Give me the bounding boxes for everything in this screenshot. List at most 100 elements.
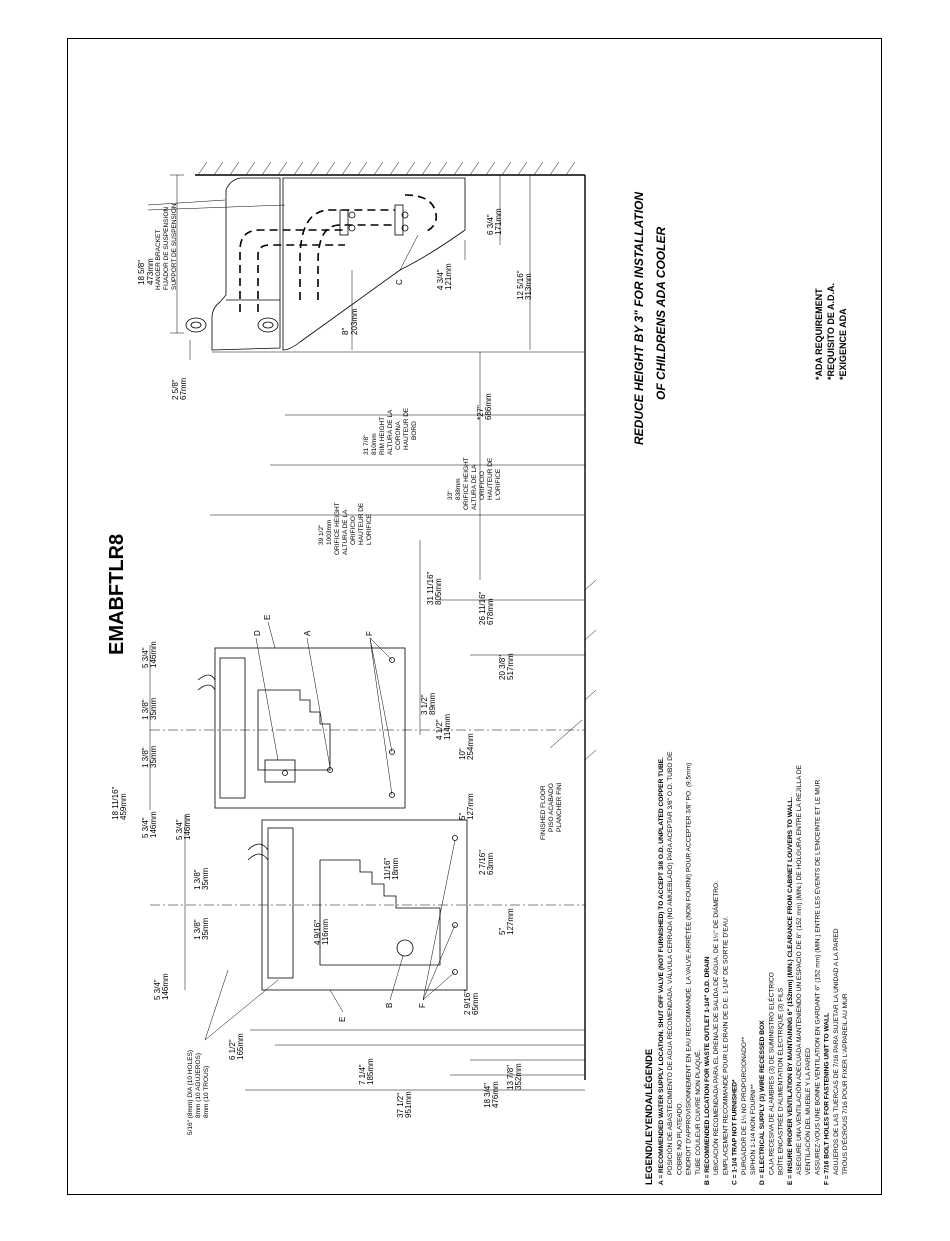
orifice33-dim: 33" [447, 490, 454, 500]
legend-line: ENDROIT D'APPROVISIONNEMENT EN EAU RECOM… [684, 763, 693, 1175]
orifice39-fr2: L'ORIFICE [366, 513, 373, 545]
dim-7-1-4: 7 1/4" [358, 1064, 367, 1085]
label-d: D [253, 630, 262, 636]
upper-bubbler [185, 317, 207, 333]
legend-line: VENTILACIÓN DEL MUEBLE Y LA PARED [803, 1048, 812, 1175]
orifice39-es2: ORIFICIO [350, 516, 357, 545]
orifice39-en: ORIFICE HEIGHT [334, 502, 341, 555]
lower-unit-recess [319, 859, 441, 966]
rim-es2: CORONA [395, 421, 402, 450]
dim-1-3-8-c: 1 3/8" [193, 869, 202, 890]
dim-165mm: 165mm [236, 1033, 245, 1060]
rim-es1: ALTURA DE LA [387, 409, 394, 455]
dim-27: *27" [476, 405, 485, 420]
legend-line: C = 1-1/4 TRAP NOT FURNISHED* [732, 1079, 739, 1185]
front-view: A D E F B F E 5/16" (8mm) DIA (10 HOLES)… [111, 540, 585, 1135]
orifice39-dim: 39 1/2" [318, 524, 325, 545]
dim-2-9-16: 2 9/16" [463, 990, 472, 1015]
note-reduce-height: REDUCE HEIGHT BY 3" FOR INSTALLATION [632, 192, 646, 445]
lower-spout [247, 843, 269, 861]
upper-spout [197, 674, 216, 691]
upper-water-line [239, 229, 345, 312]
dim-254mm: 254mm [466, 733, 475, 760]
label-a: A [303, 630, 312, 636]
electrical-box-d [264, 759, 296, 783]
water-supply-a [327, 767, 333, 773]
dim-31-11-16: 31 11/16" [426, 571, 435, 605]
dim-20-3-8: 20 3/8" [498, 655, 507, 680]
floor-label-es: PISO ACABADO [548, 783, 555, 832]
dim-35mm-c: 35mm [201, 867, 210, 890]
orifice33-mm: 838mm [455, 478, 462, 500]
dim-5-3-4-d: 5 3/4" [153, 979, 162, 1000]
lower-bubbler [257, 317, 279, 333]
dim-6-1-2: 6 1/2" [228, 1039, 237, 1060]
legend-line: ASSUREZ-VOUS UNE BONNE VENTILATION EN GA… [812, 778, 821, 1175]
upper-unit-mounting-plate [214, 647, 406, 809]
orifice33-fr1: HAUTEUR DE [487, 457, 494, 500]
hanger-label-es: FIJADOR DE SUSPENSION [163, 207, 170, 290]
ada-note-2: *REQUISITO DE A.D.A. [826, 283, 836, 380]
legend-line: TUBE COULEUR CUIVRE NON PLAQUÉ. [693, 1050, 702, 1175]
bolt-hole-f1 [389, 657, 395, 663]
legend-line: B = RECOMMENDED LOCATION FOR WASTE OUTLE… [704, 956, 711, 1185]
orifice33-fr2: L'ORIFICE [495, 468, 502, 500]
dim-2-7-16: 2 7/16" [478, 850, 487, 875]
floor-hatch [584, 579, 597, 761]
dim-185mm: 185mm [366, 1058, 375, 1085]
legend-line: EMPLACEMENT RECOMMANDÉ POUR LE DRAIN DE … [720, 916, 729, 1175]
dim-678mm: 678mm [486, 598, 495, 625]
model-title: EMABFTLR8 [106, 534, 128, 655]
label-f2: F [418, 1003, 427, 1008]
dim-459mm: 459mm [119, 793, 128, 820]
dim-5-3-4-b: 5 3/4" [141, 817, 150, 838]
waste-outlet-b [396, 939, 414, 957]
label-f1: F [365, 631, 374, 636]
dim-951mm: 951mm [404, 1091, 413, 1118]
lower-cooler-body [282, 177, 466, 351]
orifice33-en: ORIFICE HEIGHT [463, 457, 470, 510]
legend-line: PURGADOR DE 1¼ NO PROPORCIONADO** [741, 1036, 748, 1175]
dim-203mm: 203mm [350, 308, 359, 335]
dim-5-3-4-c: 5 3/4" [175, 819, 184, 840]
legend-line: COBRE NO PLATEADO. [676, 1101, 683, 1175]
dim-6-3-4: 6 3/4" [486, 214, 495, 235]
dim-517mm: 517mm [506, 653, 515, 680]
rim-fr1: HAUTEUR DE [403, 407, 410, 450]
legend-line: A = RECOMMENDED WATER SUPPLY LOCATION. S… [658, 757, 665, 1185]
legend-line: D = ELECTRICAL SUPPLY (3) WIRE RECESSED … [759, 1020, 766, 1185]
orifice39-fr1: HAUTEUR DE [358, 502, 365, 545]
dim-116mm: 116mm [321, 919, 330, 945]
dim-65mm: 65mm [471, 992, 480, 1015]
dim-89mm: 89mm [428, 692, 437, 715]
orifice39-mm: 1003mm [326, 520, 333, 545]
legend-line: AGUJEROS DE LAS TUERCAS DE 7/16 PARA SUJ… [833, 928, 840, 1175]
legend-line: TROUS D'ÉCROUS 7/16 POUR FIXER L'APPAREI… [840, 993, 849, 1175]
dim-473mm: 473mm [146, 258, 155, 285]
dim-146mm-b: 146mm [149, 811, 158, 838]
dim-26-11-16: 26 11/16" [478, 591, 487, 625]
dim-8: 8" [341, 328, 350, 335]
dim-10: 10" [458, 748, 467, 760]
side-view: 18 5/8" 473mm HANGER BRACKET FIJADOR DE … [137, 161, 585, 580]
rim-mm: 810mm [371, 433, 378, 455]
dim-114mm: 114mm [443, 714, 452, 740]
legend-line: BOÎTE ENCASTRÉE D'ALIMENTATION ÉLECTRIQU… [776, 987, 785, 1175]
orifice33-es1: ALTURA DE LA [471, 464, 478, 510]
dim-146mm-d: 146mm [161, 973, 170, 1000]
dim-121mm: 121mm [444, 263, 453, 290]
legend-line: CAJA RECESIVA DE ALAMBRES (3) DE SUMINIS… [766, 972, 775, 1175]
dim-5-a: 5" [458, 813, 467, 820]
dim-4-3-4: 4 3/4" [436, 269, 445, 290]
rim-en: RIM HEIGHT [379, 417, 386, 455]
rim-dim: 31 7/8" [363, 434, 370, 455]
dim-35mm-b: 35mm [149, 745, 158, 768]
dim-3-1-2: 3 1/2" [420, 694, 429, 715]
holes-es: 8mm (10 AGUJEROS) [195, 1053, 202, 1118]
dim-11-16: 11/16" [383, 858, 392, 880]
dim-127mm-a: 127mm [466, 793, 475, 820]
dim-18-3-4: 18 3/4" [483, 1083, 492, 1108]
dim-67mm: 67mm [179, 377, 188, 400]
dim-1-3-8-d: 1 3/8" [193, 919, 202, 940]
